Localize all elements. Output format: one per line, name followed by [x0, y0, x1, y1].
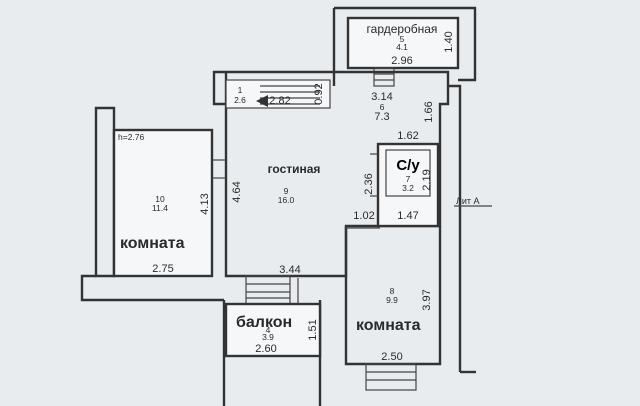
- living-name: гостиная: [268, 162, 321, 176]
- living-height: 4.64: [231, 181, 243, 202]
- room-right-width: 2.50: [381, 351, 402, 363]
- hall-number: 6: [380, 102, 385, 112]
- wardrobe-number: 5: [400, 34, 405, 44]
- room-storage: 1 2.6 2.82 0.92: [225, 79, 331, 109]
- ceiling-height-note: h=2.76: [118, 132, 145, 142]
- room-left-area: 11.4: [152, 203, 168, 213]
- room-left-number: 10: [155, 194, 165, 204]
- bath-top-width: 1.62: [397, 130, 418, 142]
- room-wardrobe: гардеробная 5 4.1 2.96 1.40: [346, 16, 460, 87]
- bath-area: 3.2: [402, 183, 414, 193]
- storage-area: 2.6: [234, 95, 246, 105]
- bath-bottom-width: 1.47: [397, 210, 418, 222]
- room-right-area: 9.9: [386, 295, 398, 305]
- hall-height: 1.66: [423, 101, 435, 122]
- room-right-name: комната: [356, 317, 421, 334]
- balcony-area: 3.9: [262, 332, 274, 342]
- storage-width: 2.82: [269, 95, 290, 107]
- balcony-name: балкон: [236, 314, 292, 331]
- bath-height: 2.19: [421, 169, 433, 190]
- room-balcony: балкон 4 3.9 2.60 1.51: [224, 275, 322, 358]
- room-left-width: 2.75: [152, 263, 173, 275]
- hall-area: 7.3: [374, 111, 389, 123]
- living-inner-dim: 2.36: [363, 173, 375, 194]
- storage-number: 1: [238, 85, 243, 95]
- room-left: h=2.76 10 11.4 4.13 комната 2.75: [112, 128, 226, 278]
- hall-width: 3.14: [371, 91, 392, 103]
- balcony-width: 2.60: [255, 343, 276, 355]
- room-left-height: 4.13: [199, 193, 211, 214]
- room-left-name: комната: [120, 235, 185, 252]
- wardrobe-area: 4.1: [396, 42, 408, 52]
- room-right-height: 3.97: [421, 289, 433, 310]
- balcony-height: 1.51: [307, 319, 319, 340]
- sheet-label: Лит А: [456, 196, 480, 206]
- room-hall: 3.14 6 7.3 1.66: [371, 91, 435, 123]
- living-bottom-width: 3.44: [279, 264, 300, 276]
- balcony-number: 4: [266, 325, 271, 335]
- room-right: 1.02 8 9.9 3.97 комната 2.50: [346, 210, 433, 391]
- storage-height: 0.92: [313, 83, 325, 104]
- bath-number: 7: [406, 174, 411, 184]
- wardrobe-name: гардеробная: [367, 22, 438, 36]
- room-bathroom: 1.62 С/у 7 3.2 1.47 2.19: [370, 130, 440, 228]
- wardrobe-width: 2.96: [391, 55, 412, 67]
- bath-name: С/у: [396, 157, 420, 174]
- room-living: гостиная 9 16.0 4.64 2.36 3.44: [231, 162, 375, 276]
- room-right-number: 8: [390, 286, 395, 296]
- room-right-small-dim: 1.02: [353, 210, 374, 222]
- living-area: 16.0: [278, 195, 295, 205]
- wardrobe-height: 1.40: [443, 31, 455, 52]
- living-number: 9: [284, 186, 289, 196]
